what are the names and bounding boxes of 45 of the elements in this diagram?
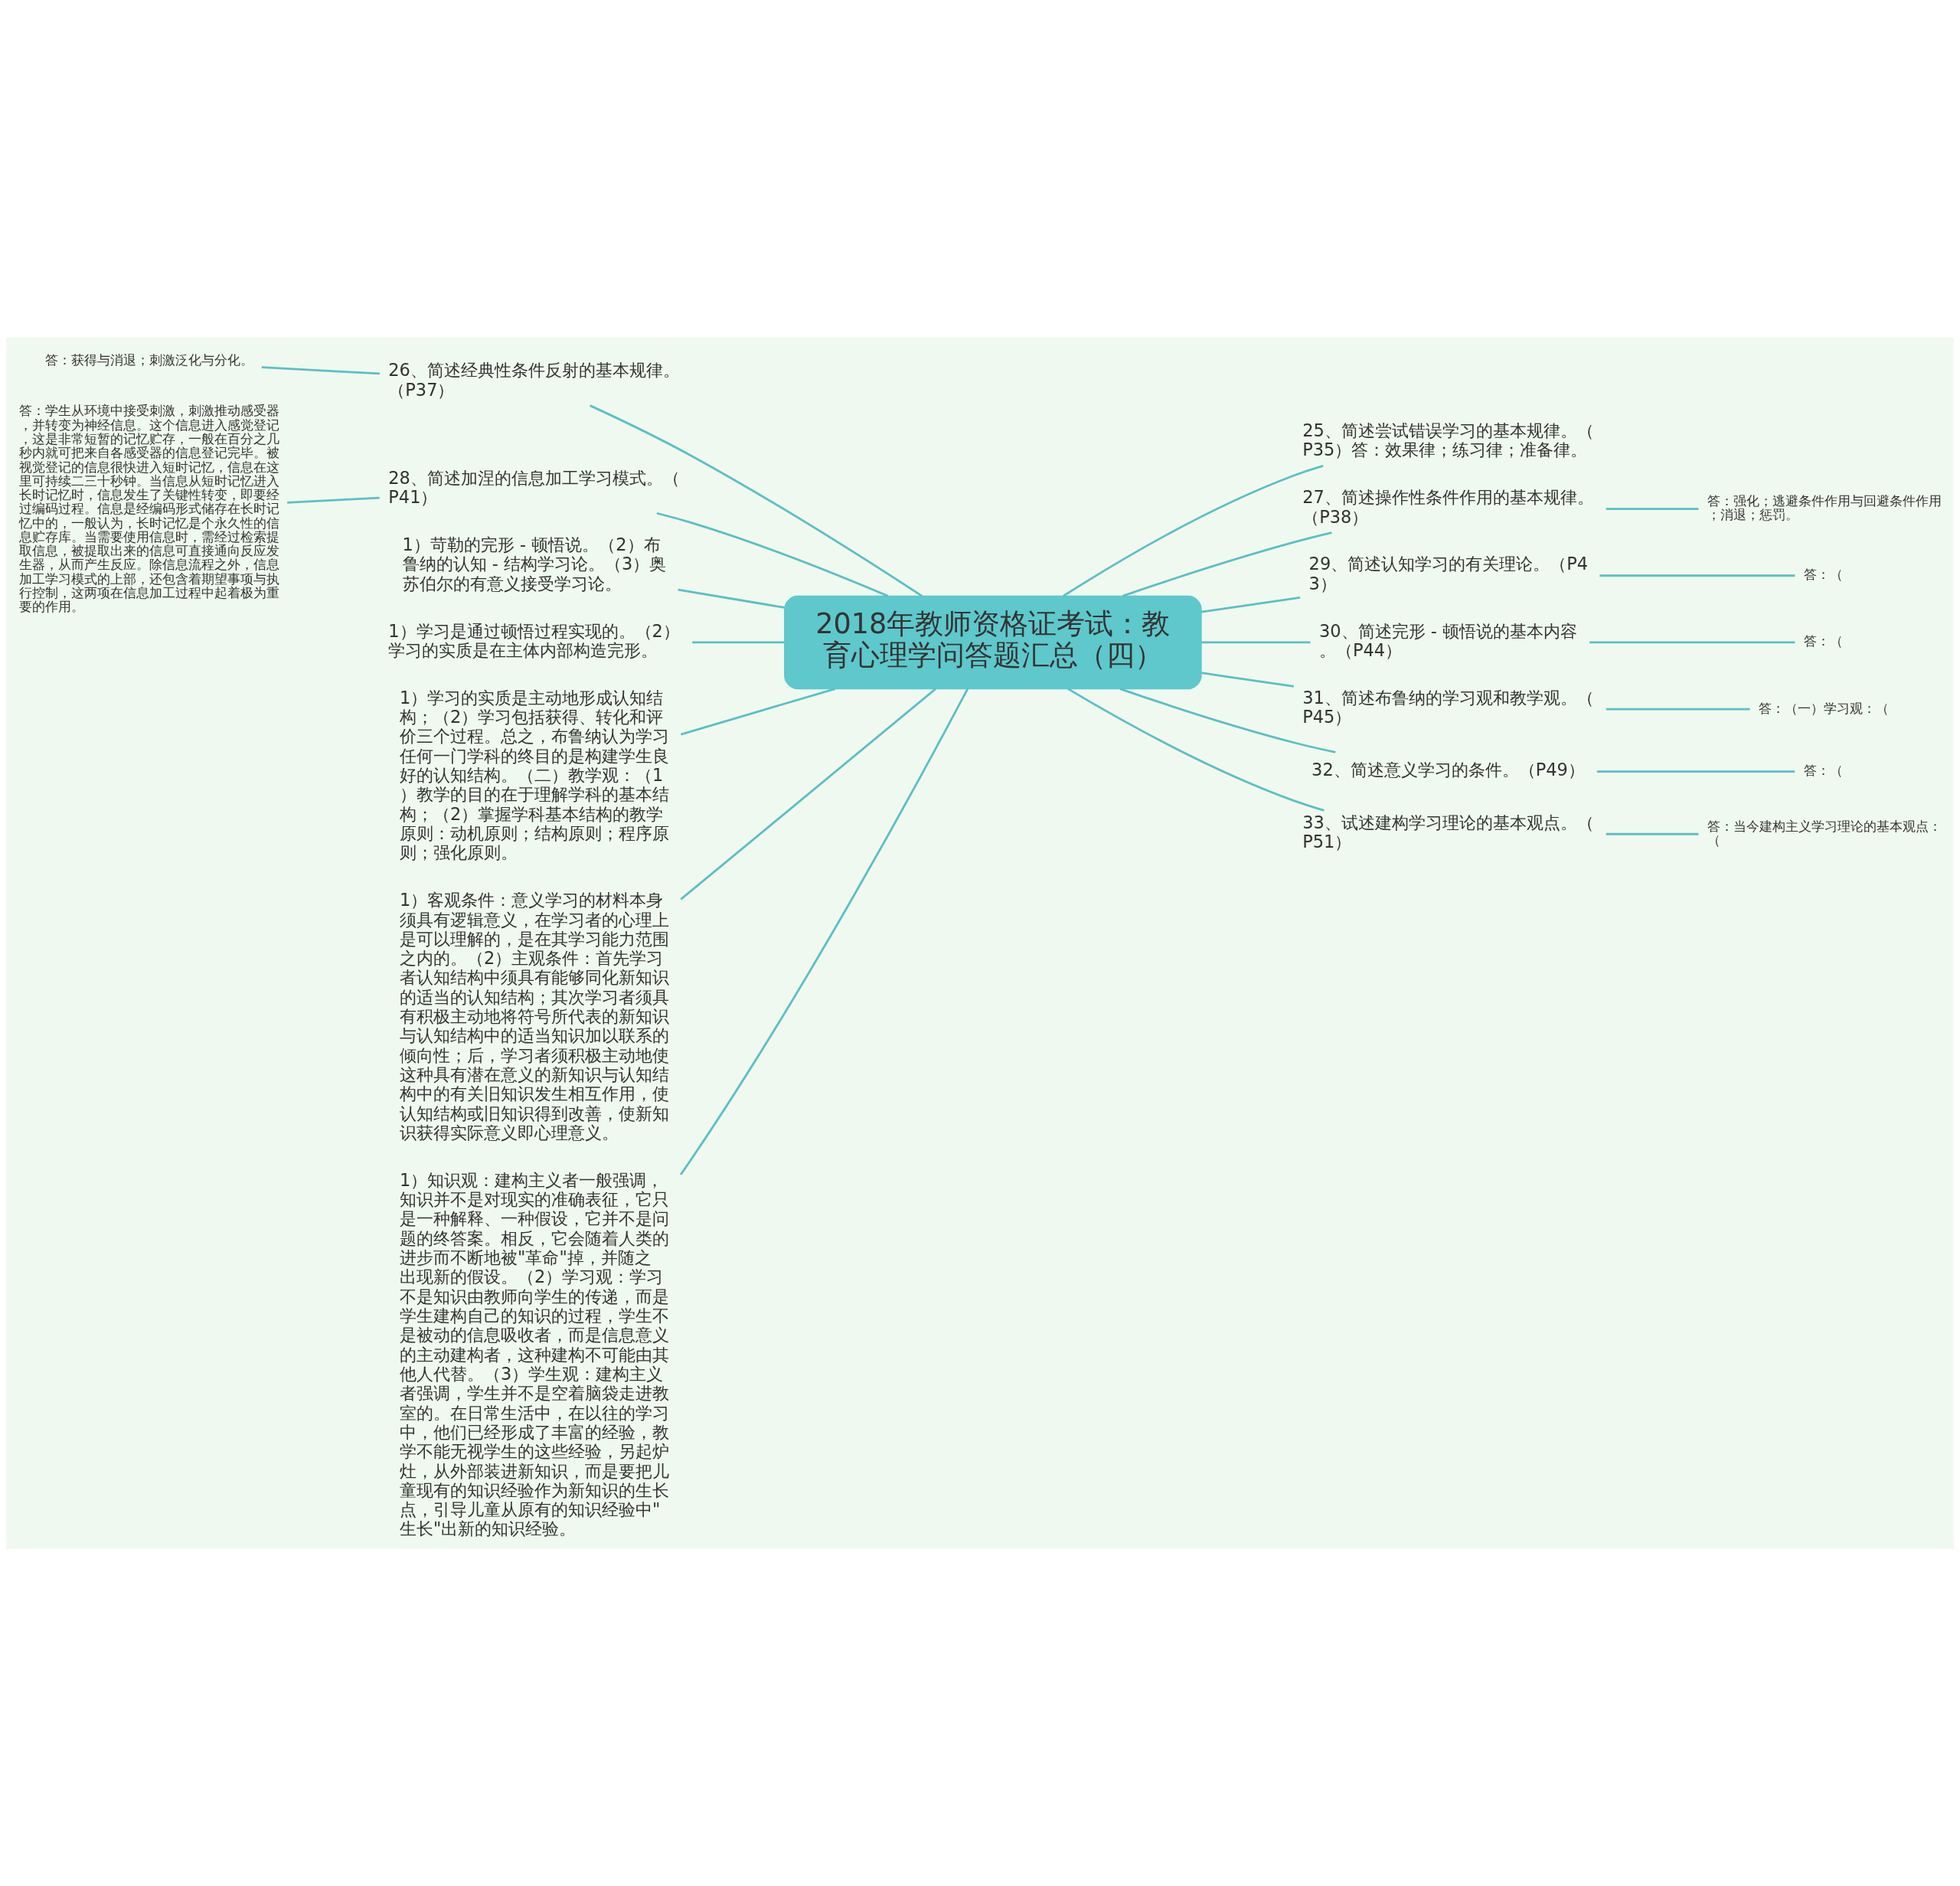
node-text: 28、简述加涅的信息加工学习模式。（P41）	[388, 467, 680, 507]
connector	[1606, 708, 1750, 711]
node-text: 答：获得与消退；刺激泛化与分化。	[44, 351, 253, 368]
connector	[679, 688, 969, 1175]
connector	[1606, 832, 1699, 835]
connector	[590, 404, 923, 597]
node-text: 答：（	[1803, 566, 1843, 582]
node-text: 25、简述尝试错误学习的基本规律。（P35）答：效果律；练习律；准备律。	[1302, 420, 1594, 459]
node-text: 26、简述经典性条件反射的基本规律。（P37）	[388, 359, 680, 400]
node-text: 答：强化；逃避条件作用与回避条件作用；消退；惩罚。	[1707, 492, 1942, 522]
connector	[1122, 531, 1332, 597]
connector	[680, 688, 936, 901]
node-text: 1）知识观：建构主义者一般强调，知识并不是对现实的准确表征，它只是一种解释、一种假设，它并不是问题的终答案。相反，它会随着人类的进步而不断地被"革命"掉，并随之出现新的假设。（2）学习观：学习不是知识由教师向学生的传递，而是学生建构自己的知识的过程，学生不是被动的信息吸收者，而是信息意义的主动建构者，这种建构不可能由其他人代替。（3）学生观：建构主义者强调，学生并不是空着脑袋走进教室的。在日常生活中，在以往的学习中，他们已经形成了丰富的经验，教学不能无视学生的这些经验，另起炉灶，从外部装进新知识，而是要把儿童现有的知识经验作为新知识的生长点，引导儿童从原有的知识经验中"生长"出新的知识经验。	[400, 1169, 670, 1538]
connector	[261, 365, 381, 374]
node-text: 答：（一）学习观：（	[1759, 700, 1890, 716]
connector	[692, 641, 785, 643]
connector	[678, 588, 785, 609]
connector	[1201, 641, 1311, 643]
node-text: 1）苛勒的完形 - 顿悟说。（2）布鲁纳的认知 - 结构学习论。（3）奥苏伯尔的有意义接受学习论。	[402, 534, 667, 593]
connector	[1606, 507, 1699, 510]
node-text: 答：当今建构主义学习理论的基本观点：（	[1707, 817, 1942, 848]
connector	[287, 496, 380, 504]
node-text: 答：（	[1803, 632, 1843, 649]
node-text: 31、简述布鲁纳的学习观和教学观。（P45）	[1302, 687, 1594, 727]
connector	[1201, 671, 1295, 688]
node-text: 1）客观条件：意义学习的材料本身须具有逻辑意义，在学习者的心理上是可以理解的，是在其学习能力范围之内的。（2）主观条件：首先学习者认知结构中须具有能够同化新知识的适当的认知结构；其次学习者须具有积极主动地将符号所代表的新知识与认知结构中的适当知识加以联系的倾向性；后，学习者须积极主动地使这种具有潜在意义的新知识与认知结构中的有关旧知识发生相互作用，使认知结构或旧知识得到改善，使新知识获得实际意义即心理意义。	[400, 889, 670, 1142]
connector	[1119, 687, 1336, 753]
connector	[1596, 770, 1795, 773]
connector	[1067, 687, 1325, 812]
connector	[1201, 596, 1301, 613]
connector	[1589, 641, 1795, 643]
connector	[656, 512, 889, 597]
node-text: 1）学习是通过顿悟过程实现的。（2）学习的实质是在主体内部构造完形。	[388, 620, 680, 660]
node-text: 1）学习的实质是主动地形成认知结构；（2）学习包括获得、转化和评价三个过程。总之，布鲁纳认为学习任何一门学科的终目的是构建学生良好的认知结构。（二）教学观：（1）教学的目的在于理解学科的基本结构；（2）掌握学科基本结构的教学原则：动机原则；结构原则；程序原则；强化原则。	[400, 687, 670, 862]
node-text: 32、简述意义学习的条件。（P49）	[1312, 759, 1585, 780]
node-text: 29、简述认知学习的有关理论。（P43）	[1308, 553, 1589, 593]
node-text: 答：学生从环境中接受刺激，刺激推动感受器，并转变为神经信息。这个信息进入感觉登记，这是非常短暂的记忆贮存，一般在百分之几秒内就可把来自各感受器的信息登记完毕。被视觉登记的信息很快进入短时记忆，信息在这里可持续二三十秒钟。当信息从短时记忆进入长时记忆时，信息发生了关键性转变，即要经过编码过程。信息是经编码形式储存在长时记忆中的，一般认为，长时记忆是个永久性的信息贮存库。当需要使用信息时，需经过检索提取信息，被提取出来的信息可直接通向反应发生器，从而产生反应。除信息流程之外，信息加工学习模式的上部，还包含着期望事项与执行控制，这两项在信息加工过程中起着极为重要的作用。	[18, 402, 279, 614]
node-box: 2018年教师资格证考试：教育心理学问答题汇总（四）	[784, 595, 1202, 689]
connector	[1062, 464, 1324, 597]
node-text: 33、试述建构学习理论的基本观点。（P51）	[1302, 812, 1594, 851]
connector	[1599, 574, 1795, 577]
node-text: 27、简述操作性条件作用的基本规律。（P38）	[1302, 486, 1594, 527]
connector	[680, 687, 836, 735]
node-text: 答：（	[1803, 762, 1843, 778]
node-text: 30、简述完形 - 顿悟说的基本内容。（P44）	[1318, 620, 1577, 660]
